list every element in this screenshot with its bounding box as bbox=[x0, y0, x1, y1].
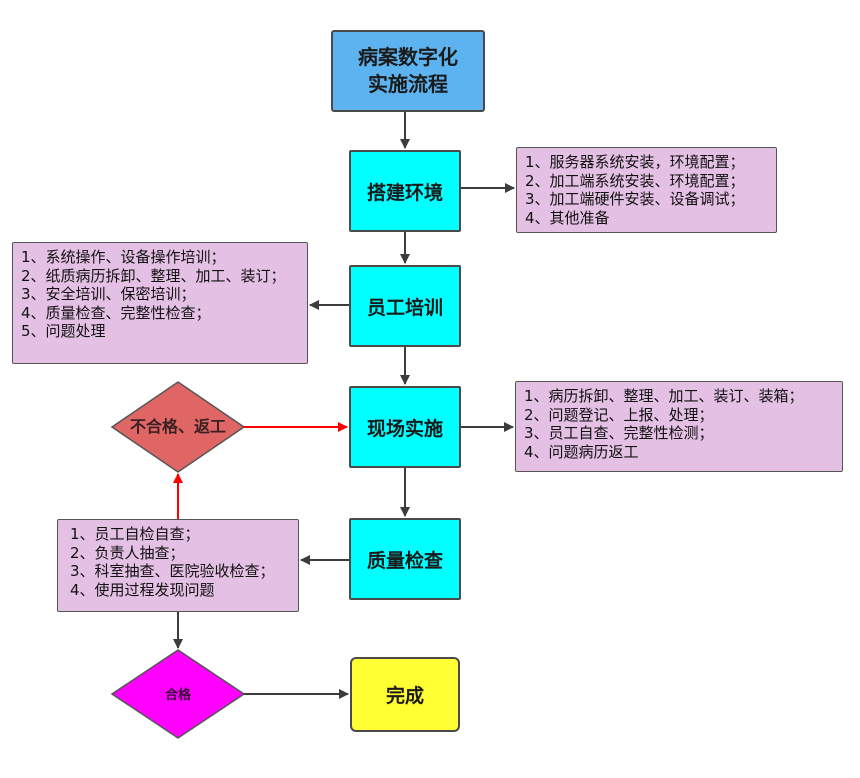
start-title-line2: 实施流程 bbox=[368, 72, 448, 96]
setup-note-item: 1、服务器系统安装，环境配置； bbox=[525, 153, 745, 171]
step-training: 员工培训 bbox=[349, 265, 461, 347]
training-note-item: 3、安全培训、保密培训； bbox=[21, 285, 196, 303]
training-note-item: 2、纸质病历拆卸、整理、加工、装订； bbox=[21, 266, 286, 285]
quality-notes: 1、员工自检自查； 2、负责人抽查； 3、科室抽查、医院验收检查； 4、使用过程… bbox=[57, 519, 299, 612]
pass-diamond-label: 合格 bbox=[164, 688, 191, 703]
step-setup: 搭建环境 bbox=[349, 150, 461, 232]
fail-diamond-label: 不合格、返工 bbox=[129, 417, 226, 436]
quality-note-item: 3、科室抽查、医院验收检查； bbox=[70, 562, 275, 580]
setup-note-item: 4、其他准备 bbox=[525, 208, 610, 227]
step-setup-label: 搭建环境 bbox=[366, 181, 443, 204]
training-note-item: 1、系统操作、设备操作培训； bbox=[21, 248, 226, 266]
training-notes: 1、系统操作、设备操作培训； 2、纸质病历拆卸、整理、加工、装订； 3、安全培训… bbox=[12, 242, 308, 364]
pass-diamond bbox=[110, 649, 246, 739]
setup-note-item: 2、加工端系统安装、环境配置； bbox=[525, 171, 745, 190]
setup-note-item: 3、加工端硬件安装、设备调试； bbox=[525, 190, 745, 208]
fail-diamond bbox=[110, 381, 246, 473]
start-box: 病案数字化 实施流程 bbox=[331, 30, 485, 112]
training-note-item: 5、问题处理 bbox=[21, 322, 106, 340]
step-onsite: 现场实施 bbox=[349, 386, 461, 468]
quality-note-item: 2、负责人抽查； bbox=[70, 543, 185, 562]
step-quality-label: 质量检查 bbox=[366, 549, 443, 572]
onsite-notes: 1、病历拆卸、整理、加工、装订、装箱； 2、问题登记、上报、处理； 3、员工自查… bbox=[515, 381, 843, 472]
quality-note-item: 4、使用过程发现问题 bbox=[70, 580, 215, 599]
onsite-note-item: 1、病历拆卸、整理、加工、装订、装箱； bbox=[524, 387, 804, 405]
start-title-line1: 病案数字化 bbox=[358, 45, 458, 69]
step-quality: 质量检查 bbox=[349, 518, 461, 600]
step-training-label: 员工培训 bbox=[366, 296, 443, 319]
step-onsite-label: 现场实施 bbox=[366, 417, 443, 440]
done-label: 完成 bbox=[385, 685, 424, 707]
done-box: 完成 bbox=[350, 657, 460, 732]
onsite-note-item: 3、员工自查、完整性检测； bbox=[524, 424, 714, 442]
onsite-note-item: 4、问题病历返工 bbox=[524, 442, 639, 461]
onsite-note-item: 2、问题登记、上报、处理； bbox=[524, 405, 714, 424]
setup-notes: 1、服务器系统安装，环境配置； 2、加工端系统安装、环境配置； 3、加工端硬件安… bbox=[516, 147, 777, 233]
quality-note-item: 1、员工自检自查； bbox=[70, 525, 200, 543]
training-note-item: 4、质量检查、完整性检查； bbox=[21, 303, 211, 322]
